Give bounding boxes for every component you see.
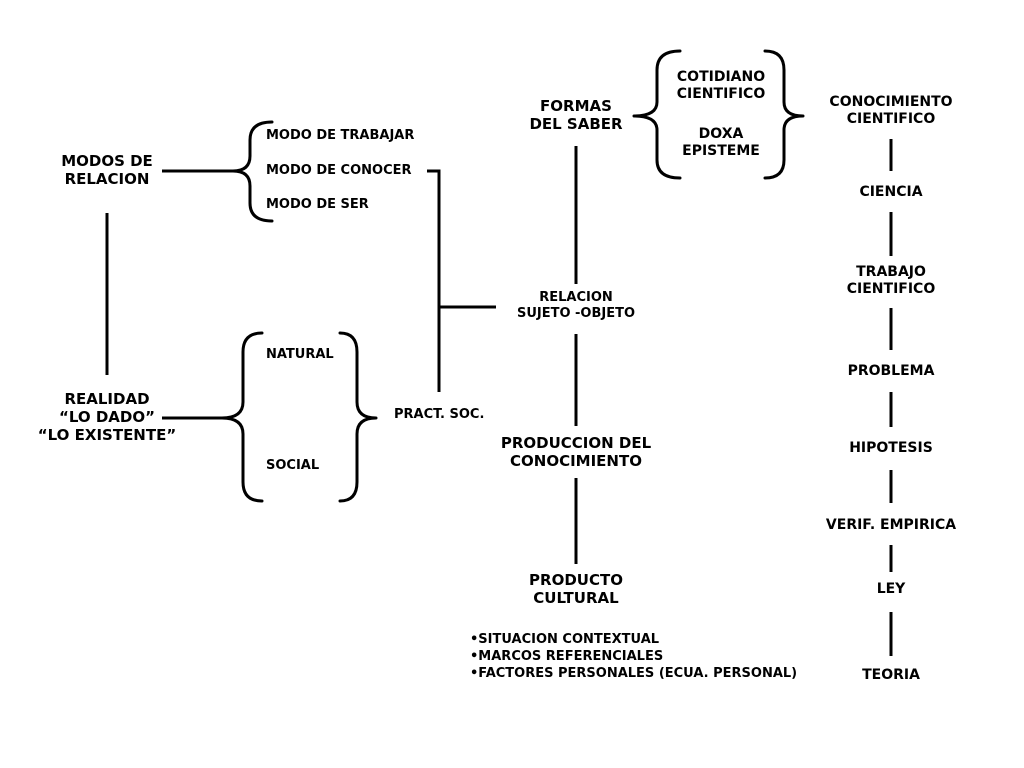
- modos-relacion-label: MODOS DE RELACION: [48, 152, 166, 188]
- cotidiano-item: COTIDIANO: [676, 69, 766, 85]
- produccion-label: PRODUCCION DEL CONOCIMIENTO: [486, 434, 666, 470]
- realidad-label: REALIDAD “LO DADO” “LO EXISTENTE”: [34, 390, 180, 444]
- realidad-line2: “LO DADO”: [59, 408, 155, 426]
- conocimiento-line2: CIENTIFICO: [846, 110, 936, 127]
- factor-item: •SITUACION CONTEXTUAL: [470, 632, 660, 647]
- relacion-line1: RELACION: [539, 290, 613, 305]
- connector-conocer-bracket: [427, 169, 441, 392]
- produccion-line1: PRODUCCION DEL: [500, 434, 652, 452]
- formas-saber-line1: FORMAS: [540, 97, 612, 115]
- teoria-label: TEORIA: [862, 667, 920, 683]
- producto-line2: CULTURAL: [533, 589, 619, 607]
- realidad-line1: REALIDAD: [64, 390, 150, 408]
- formas-group-bottom: DOXA EPISTEME: [661, 126, 781, 160]
- relacion-sujeto-objeto-label: RELACION SUJETO -OBJETO: [496, 290, 656, 321]
- formas-saber-label: FORMAS DEL SABER: [516, 97, 636, 133]
- modos-relacion-line1: MODOS DE: [61, 152, 153, 170]
- cientifico-item: CIENTIFICO: [676, 85, 766, 102]
- natural-item: NATURAL: [266, 347, 334, 362]
- brace-formas-close: [763, 49, 805, 180]
- brace-realidad-open: [220, 331, 264, 503]
- formas-group-top: COTIDIANO CIENTIFICO: [661, 69, 781, 103]
- modo-ser-item: MODO DE SER: [266, 197, 369, 212]
- brace-realidad-close: [338, 331, 378, 503]
- verif-empirica-label: VERIF. EMPIRICA: [825, 517, 957, 533]
- trabajo-line2: CIENTIFICO: [846, 280, 936, 297]
- formas-saber-line2: DEL SABER: [529, 115, 623, 133]
- problema-label: PROBLEMA: [847, 363, 935, 379]
- relacion-line2: SUJETO -OBJETO: [516, 305, 636, 321]
- trabajo-cientifico-label: TRABAJO CIENTIFICO: [811, 264, 971, 298]
- conocimiento-line1: CONOCIMIENTO: [829, 94, 953, 110]
- conocimiento-cientifico-label: CONOCIMIENTO CIENTIFICO: [811, 94, 971, 128]
- ciencia-label: CIENCIA: [859, 184, 923, 200]
- factors-list: •SITUACION CONTEXTUAL •MARCOS REFERENCIA…: [470, 632, 797, 683]
- hipotesis-label: HIPOTESIS: [849, 440, 933, 456]
- social-item: SOCIAL: [266, 458, 320, 473]
- factor-item: •MARCOS REFERENCIALES: [470, 648, 664, 664]
- trabajo-line1: TRABAJO: [856, 264, 926, 280]
- ley-label: LEY: [876, 581, 906, 597]
- brace-formas-open: [632, 49, 682, 180]
- factor-item: •FACTORES PERSONALES (ECUA. PERSONAL): [470, 665, 798, 681]
- pract-soc-label: PRACT. SOC.: [394, 407, 485, 422]
- realidad-line3: “LO EXISTENTE”: [37, 426, 177, 444]
- doxa-item: DOXA: [698, 126, 744, 142]
- brace-modos: [231, 120, 274, 223]
- producto-label: PRODUCTO CULTURAL: [511, 571, 641, 607]
- modo-trabajar-item: MODO DE TRABAJAR: [266, 128, 415, 143]
- modos-relacion-line2: RELACION: [64, 170, 150, 188]
- producto-line1: PRODUCTO: [529, 571, 623, 589]
- produccion-line2: CONOCIMIENTO: [510, 452, 642, 470]
- modo-conocer-item: MODO DE CONOCER: [266, 163, 412, 178]
- episteme-item: EPISTEME: [682, 142, 760, 159]
